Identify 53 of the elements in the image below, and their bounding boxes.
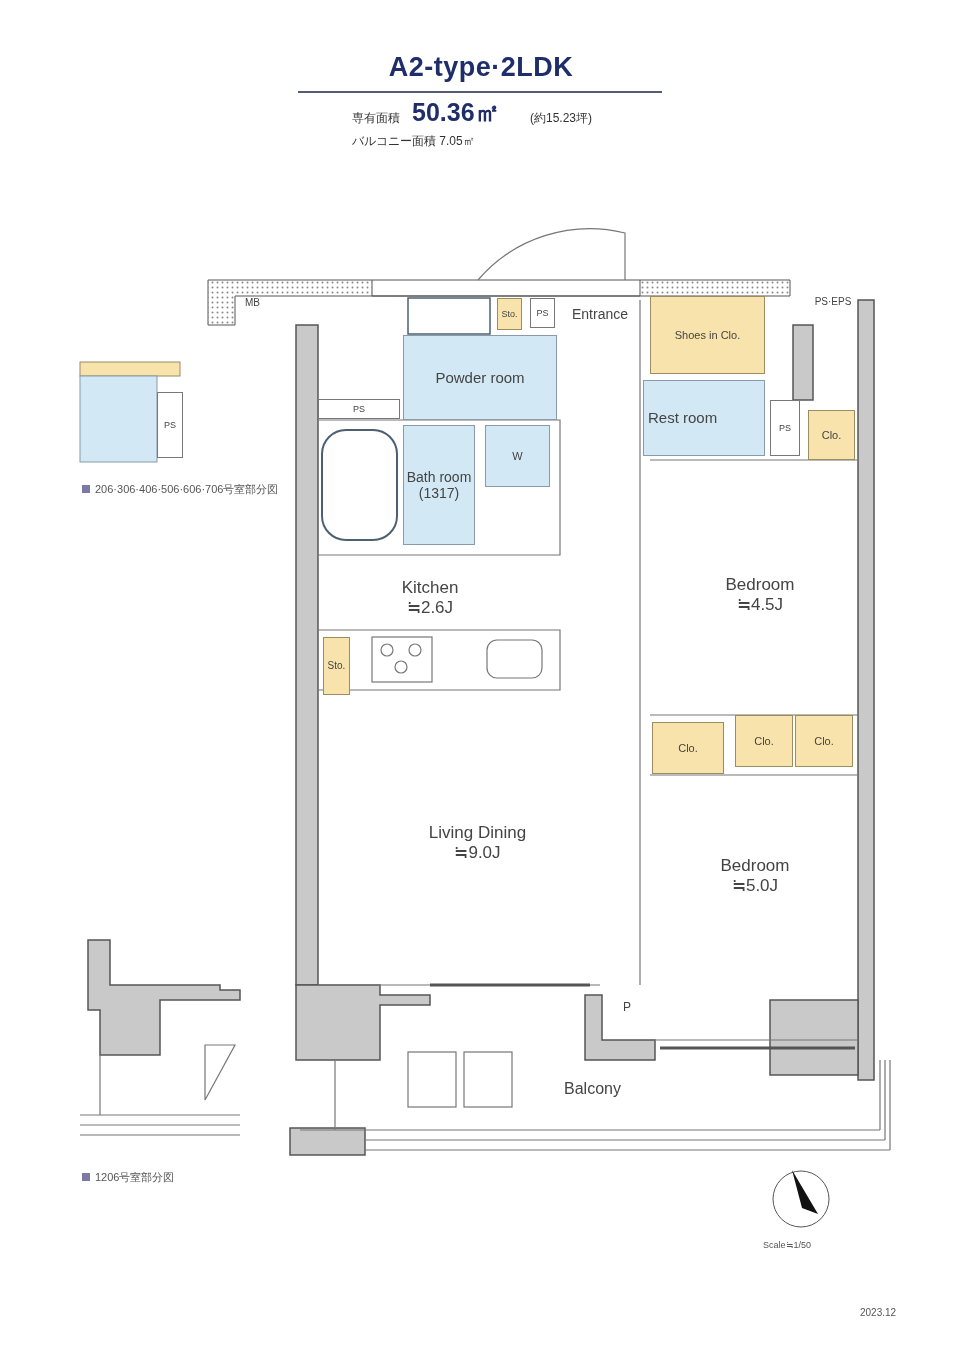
room-label: ≒2.6J <box>406 597 454 618</box>
room-label: Sto. <box>327 660 346 672</box>
plan-title: A2-type·2LDK <box>387 52 575 83</box>
room-label: PS <box>353 403 365 415</box>
room-area <box>157 392 183 458</box>
room-area <box>795 715 853 767</box>
plan-note: (約15.23坪) <box>530 110 593 127</box>
room-label: Clo. <box>754 734 774 748</box>
plan-note: 206·306·406·506·606·706号室部分図 <box>95 482 279 497</box>
room-area <box>403 425 475 545</box>
room-label: Bath room <box>406 468 472 485</box>
room-label: Bedroom <box>720 855 790 876</box>
room-label: P <box>623 1000 631 1015</box>
room-area <box>735 715 793 767</box>
room-label: PS <box>779 422 791 434</box>
plan-note: 50.36㎡ <box>412 97 500 128</box>
room-label: PS·EPS <box>814 296 852 308</box>
room-area <box>808 410 855 460</box>
room-label: Sto. <box>501 308 518 320</box>
plan-note: Scale≒1/50 <box>763 1240 812 1250</box>
room-label: (1317) <box>418 485 460 502</box>
room-label: ≒4.5J <box>736 595 784 615</box>
room-label: Shoes in Clo. <box>674 328 741 342</box>
room-area <box>770 400 800 456</box>
room-label: Entrance <box>571 305 628 323</box>
room-area <box>652 722 724 774</box>
plan-note: バルコニー面積 7.05㎡ <box>352 133 475 150</box>
room-label: Balcony <box>564 1079 621 1099</box>
room-label: Rest room <box>648 409 718 427</box>
room-label: Clo. <box>678 741 698 755</box>
room-area <box>650 296 765 374</box>
room-label: ≒5.0J <box>731 875 779 896</box>
room-label: Living Dining <box>428 822 527 843</box>
room-area <box>497 298 522 330</box>
room-label: Clo. <box>821 428 842 442</box>
room-label: ≒9.0J <box>454 842 501 863</box>
plan-note: 1206号室部分図 <box>95 1170 175 1185</box>
room-area <box>403 335 557 420</box>
room-label: PS <box>536 307 549 319</box>
plan-note: 専有面積 <box>352 110 400 127</box>
room-label: Clo. <box>814 734 834 748</box>
room-area <box>530 298 555 328</box>
plan-note: 2023.12 <box>860 1307 897 1318</box>
room-label: W <box>512 449 523 463</box>
room-area <box>318 399 400 419</box>
room-area <box>485 425 550 487</box>
room-area <box>643 380 765 456</box>
room-label: PS <box>164 419 176 431</box>
room-label: Bedroom <box>725 575 795 595</box>
room-label: MB <box>245 297 260 309</box>
room-label: Powder room <box>435 368 525 387</box>
room-area <box>323 637 350 695</box>
room-label: Kitchen <box>401 577 459 598</box>
